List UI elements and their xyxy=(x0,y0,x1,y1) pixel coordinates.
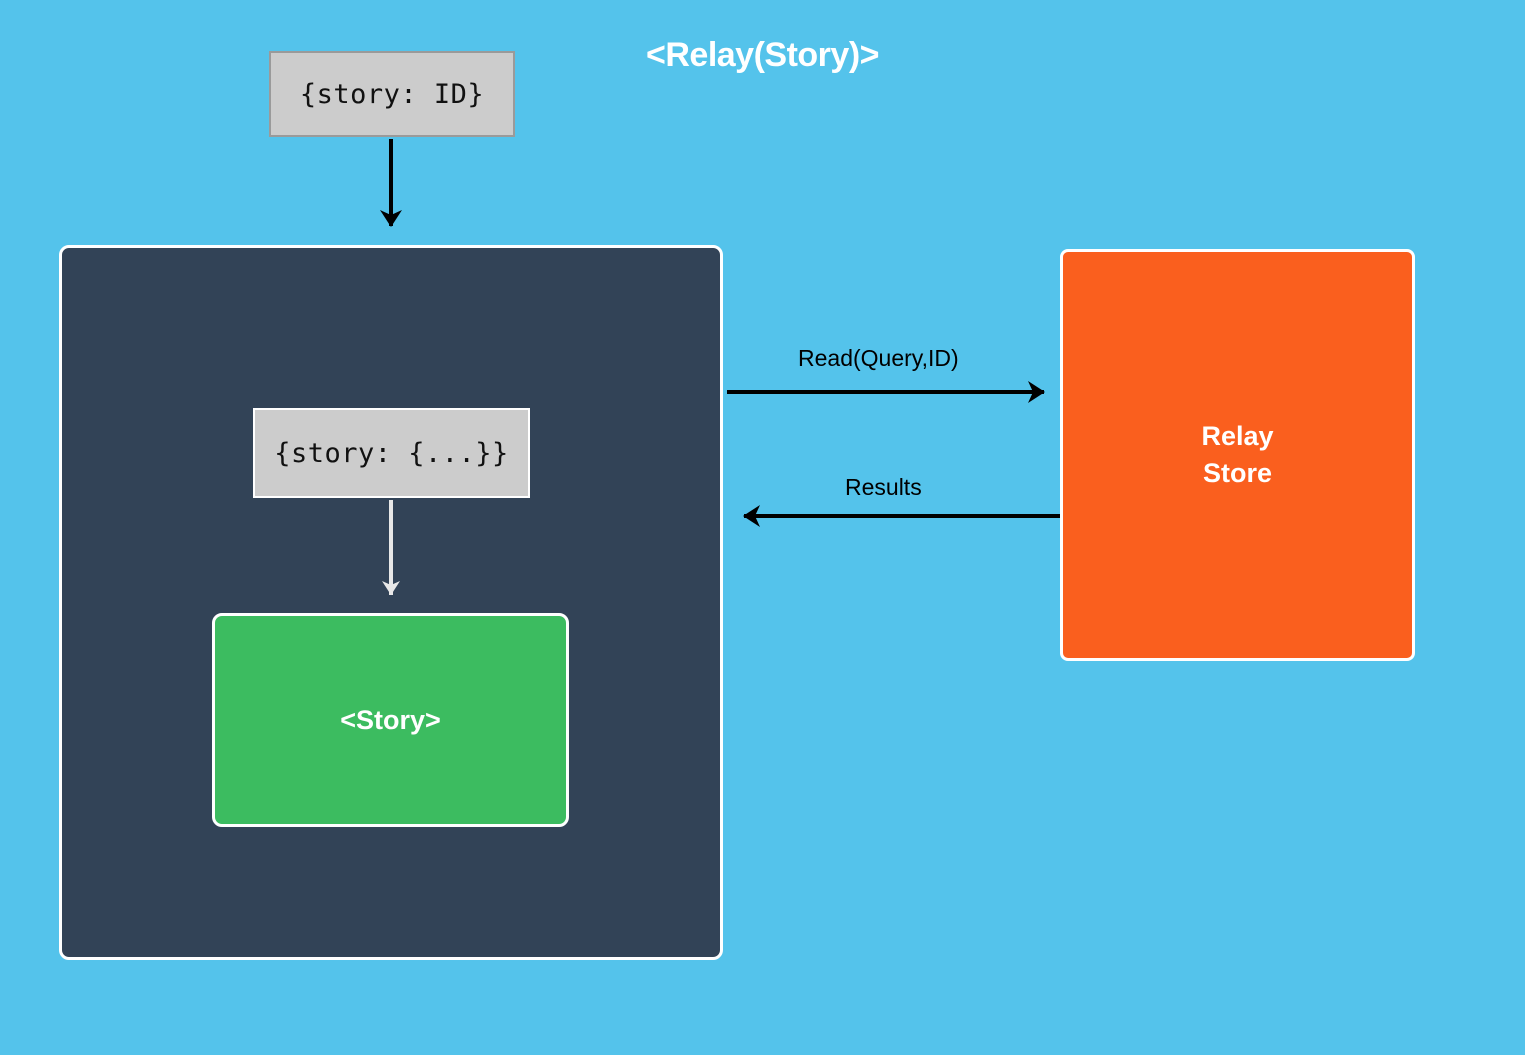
query-input-text: {story: ID} xyxy=(299,78,485,110)
relay-store-label-line1: Relay xyxy=(1201,420,1274,451)
story-component-node: <Story> xyxy=(212,613,569,827)
story-component-label: <Story> xyxy=(340,704,441,735)
resolved-data-text: {story: {...}} xyxy=(274,437,509,469)
relay-container-node xyxy=(59,245,723,960)
edge-label-results: Results xyxy=(845,474,922,500)
relay-store-label-line2: Store xyxy=(1202,458,1273,488)
edge-label-read: Read(Query,ID) xyxy=(798,345,959,371)
query-input-node: {story: ID} xyxy=(269,51,515,137)
resolved-data-node: {story: {...}} xyxy=(253,408,530,498)
relay-container-title: <Relay(Story)> xyxy=(646,36,880,74)
